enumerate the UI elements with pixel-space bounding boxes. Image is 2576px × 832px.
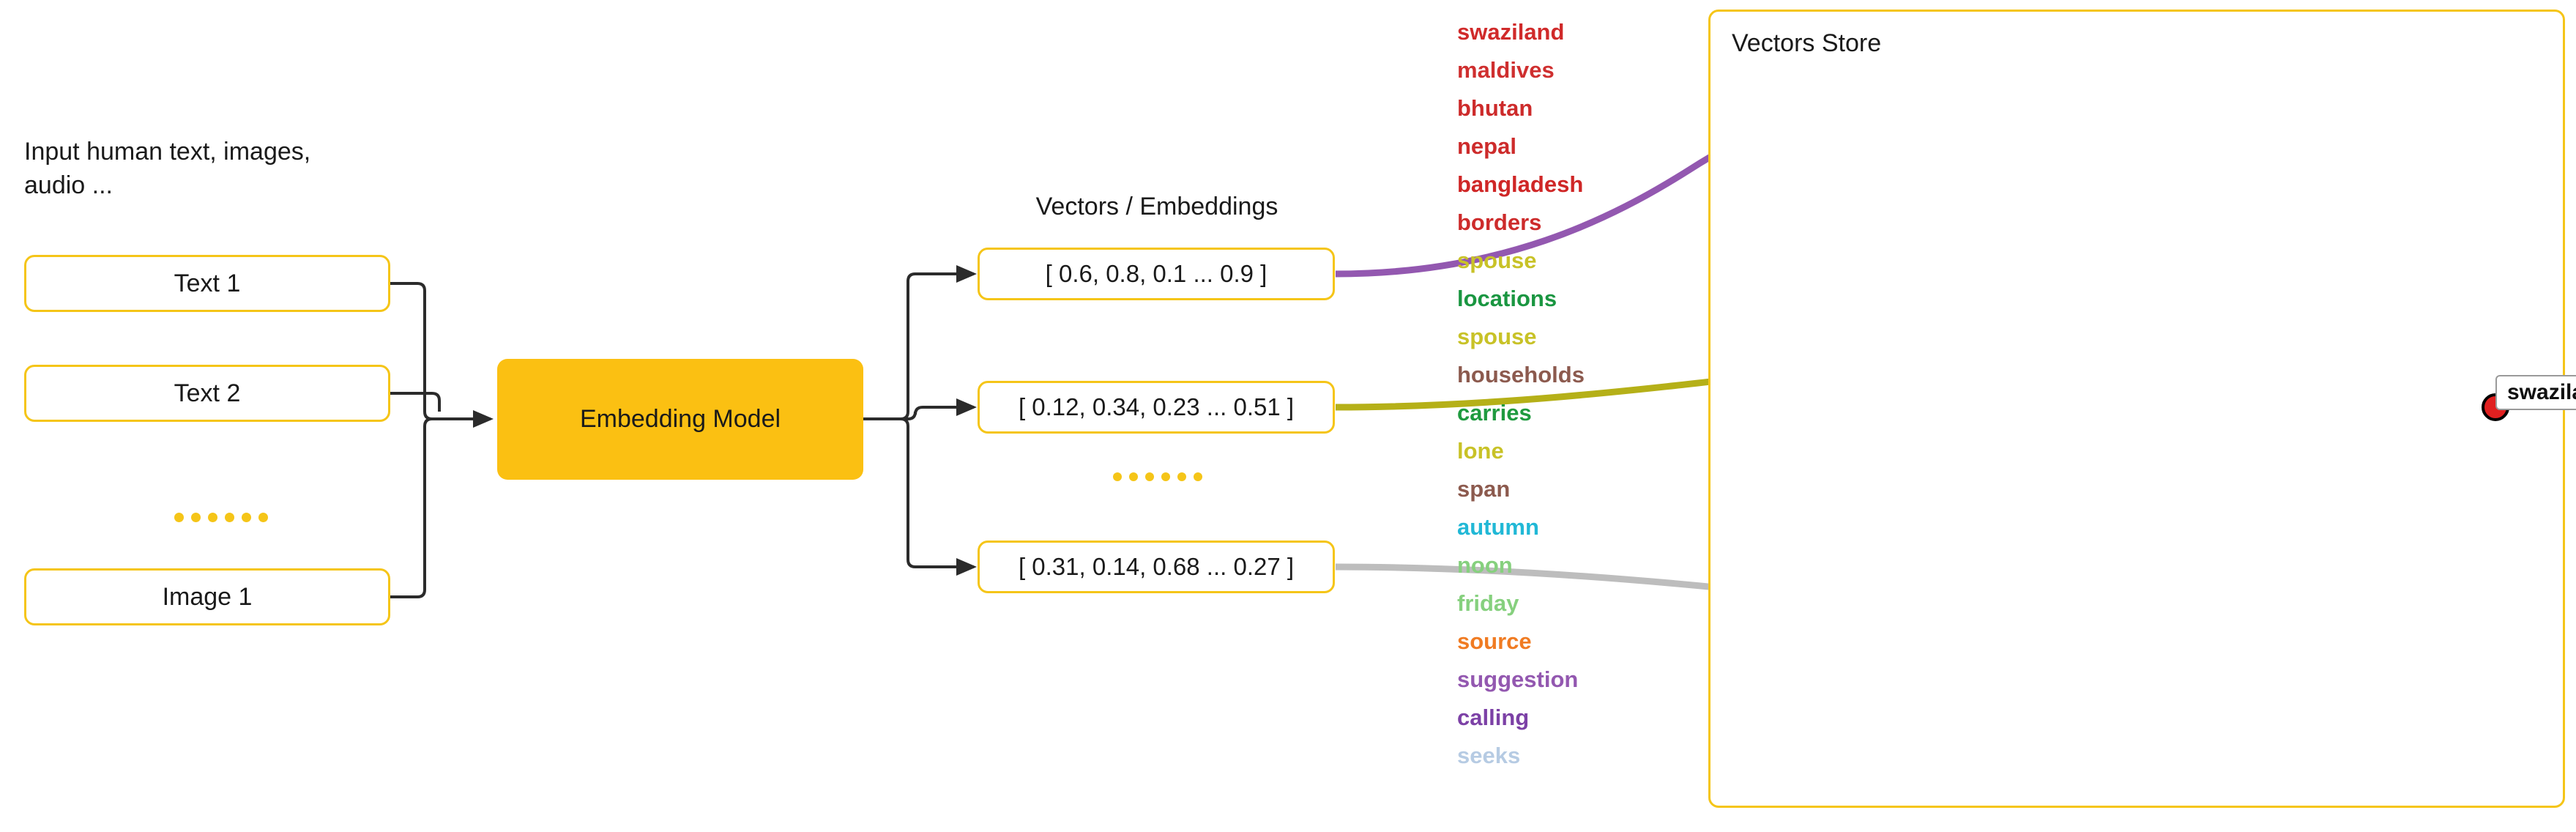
word-list-item: nepal — [1457, 133, 1516, 159]
vectors-section-title: Vectors / Embeddings — [1035, 193, 1278, 220]
vector-box-2[interactable]: [ 0.12, 0.34, 0.23 ... 0.51 ] — [978, 381, 1335, 434]
word-list-item: lone — [1457, 438, 1504, 464]
input-box-label: Image 1 — [162, 582, 253, 611]
vector-box-label: [ 0.6, 0.8, 0.1 ... 0.9 ] — [1045, 260, 1267, 287]
word-list-item: autumn — [1457, 514, 1539, 540]
word-list-item: carries — [1457, 400, 1532, 426]
vector-box-label: [ 0.12, 0.34, 0.23 ... 0.51 ] — [1018, 393, 1295, 420]
ellipsis-dot — [174, 513, 184, 522]
vectors-store-title: Vectors Store — [1732, 29, 1882, 57]
word-list-item: bhutan — [1457, 95, 1533, 121]
ellipsis-dot — [1129, 472, 1138, 481]
word-list-item: spouse — [1457, 248, 1537, 273]
vector-ellipsis-dots — [1113, 472, 1202, 481]
ellipsis-dot — [242, 513, 251, 522]
word-list-item: seeks — [1457, 743, 1521, 768]
ellipsis-dot — [208, 513, 217, 522]
input-box-label: Text 1 — [174, 269, 241, 297]
word-list-item: maldives — [1457, 57, 1555, 83]
word-list: swaziland maldives bhutan nepal bangladesh bo… — [1457, 13, 1699, 775]
vector-box-3[interactable]: [ 0.31, 0.14, 0.68 ... 0.27 ] — [978, 541, 1335, 593]
ellipsis-dot — [1145, 472, 1154, 481]
input-box-text-1[interactable]: Text 1 — [24, 255, 390, 312]
input-box-label: Text 2 — [174, 379, 241, 407]
input-box-image-1[interactable]: Image 1 — [24, 568, 390, 625]
swaziland-tooltip: swaziland — [2495, 375, 2576, 410]
ellipsis-dot — [225, 513, 234, 522]
ellipsis-dot — [1161, 472, 1170, 481]
word-list-item: locations — [1457, 286, 1557, 311]
word-list-item: friday — [1457, 590, 1519, 616]
word-list-item: spouse — [1457, 324, 1537, 349]
word-list-item: bangladesh — [1457, 171, 1584, 197]
word-list-item: noon — [1457, 552, 1513, 578]
ellipsis-dot — [1113, 472, 1122, 481]
embedding-model-box[interactable]: Embedding Model — [497, 359, 863, 480]
input-caption: Input human text, images, audio ... — [24, 138, 311, 199]
vector-box-1[interactable]: [ 0.6, 0.8, 0.1 ... 0.9 ] — [978, 248, 1335, 300]
word-list-item: span — [1457, 476, 1511, 502]
word-list-item: swaziland — [1457, 19, 1565, 45]
word-list-item: source — [1457, 628, 1532, 654]
vector-box-label: [ 0.31, 0.14, 0.68 ... 0.27 ] — [1018, 553, 1295, 580]
ellipsis-dot — [1177, 472, 1186, 481]
swaziland-tooltip-label: swaziland — [2507, 380, 2576, 404]
embedding-model-label: Embedding Model — [579, 405, 781, 433]
ellipsis-dot — [1194, 472, 1202, 481]
word-list-item: suggestion — [1457, 666, 1579, 692]
word-list-item: calling — [1457, 705, 1530, 730]
ellipsis-dot — [191, 513, 201, 522]
vectors-store-panel — [1708, 10, 2565, 808]
input-ellipsis-dots — [174, 513, 268, 522]
word-list-item: borders — [1457, 209, 1542, 235]
input-box-text-2[interactable]: Text 2 — [24, 365, 390, 422]
word-list-item: households — [1457, 362, 1585, 387]
ellipsis-dot — [258, 513, 268, 522]
